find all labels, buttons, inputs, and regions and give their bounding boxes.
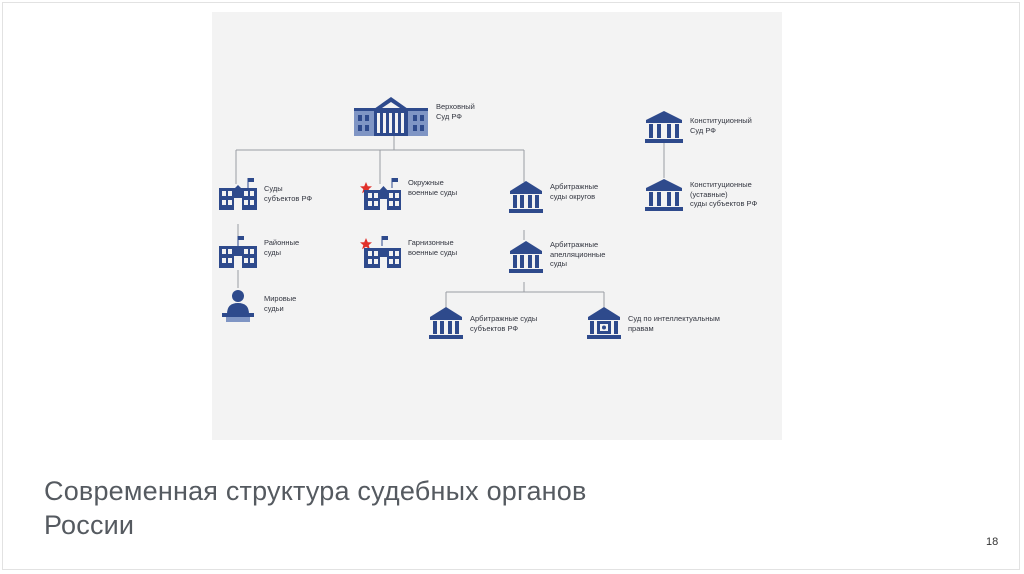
classical-court-icon xyxy=(509,181,543,213)
supreme-court-building-icon xyxy=(354,97,428,136)
constitutional-regional-courts-node: Конституционные(уставные)суды субъектов … xyxy=(644,178,757,212)
courthouse-flag-icon xyxy=(219,178,257,210)
slide-title: Современная структура судебных органов xyxy=(44,476,587,506)
constitutional-regional-courts-label: Конституционные(уставные)суды субъектов … xyxy=(690,180,758,208)
slide-title-continued: России xyxy=(44,510,135,540)
judge-person-icon xyxy=(222,290,254,322)
classical-court-icon xyxy=(429,307,463,339)
classical-court-icon xyxy=(509,241,543,273)
classical-court-icon xyxy=(645,111,683,143)
military-court-star-icon xyxy=(360,178,401,210)
military-court-star-icon xyxy=(360,236,401,268)
classical-court-icon xyxy=(645,179,683,211)
ip-court-icon xyxy=(587,307,621,339)
page-number: 18 xyxy=(986,536,999,548)
courthouse-flag-icon xyxy=(219,236,257,268)
connector-lines xyxy=(235,136,665,310)
